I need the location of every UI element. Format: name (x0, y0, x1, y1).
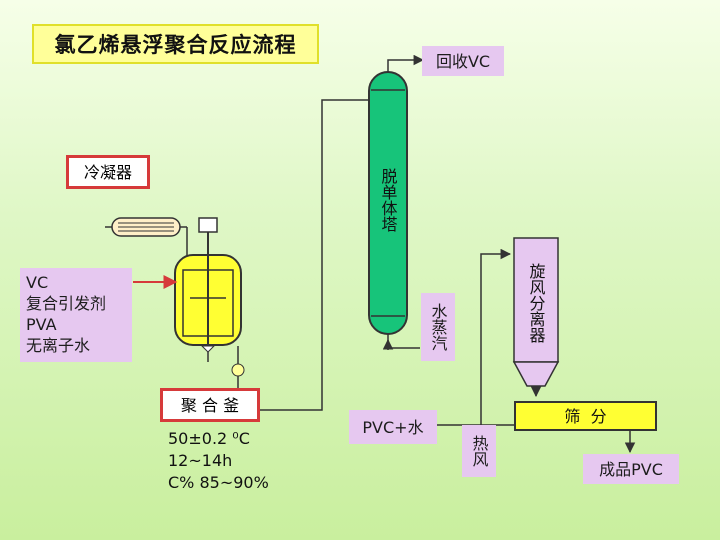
screening-label: 筛 分 (564, 406, 607, 426)
conversion-condition: C% 85~90% (168, 473, 269, 492)
feed-item: 复合引发剂 (26, 294, 107, 313)
cyclone-separator (512, 237, 560, 398)
diagram-title: 氯乙烯悬浮聚合反应流程 (32, 24, 319, 64)
hot-air-label: 热风 (462, 425, 496, 477)
feed-label: VC 复合引发剂 PVA 无离子水 (20, 268, 132, 362)
pvc-water-label: PVC+水 (349, 410, 437, 444)
feed-item: VC (26, 273, 49, 292)
polymerization-kettle (174, 217, 245, 383)
kettle-label: 聚 合 釜 (160, 388, 260, 422)
feed-item: 无离子水 (26, 336, 91, 355)
recycle-line (387, 54, 425, 72)
product-pvc-label: 成品PVC (583, 454, 679, 484)
condenser (105, 217, 187, 237)
steam-label: 水蒸汽 (421, 293, 455, 361)
condenser-label: 冷凝器 (66, 155, 150, 189)
temperature-condition: 50±0.2 ⁰C (168, 429, 250, 448)
screening-box (514, 401, 657, 431)
feed-item: PVA (26, 315, 57, 334)
hot-air-line (480, 248, 512, 425)
steam-line (382, 338, 420, 350)
time-condition: 12~14h (168, 451, 233, 470)
reaction-conditions: 50±0.2 ⁰C 12~14h C% 85~90% (168, 428, 308, 494)
demonomer-tower-label: 脱单体塔 (378, 168, 398, 232)
recycle-vc-label: 回收VC (422, 46, 504, 76)
cyclone-label: 旋风分离器 (526, 263, 546, 343)
